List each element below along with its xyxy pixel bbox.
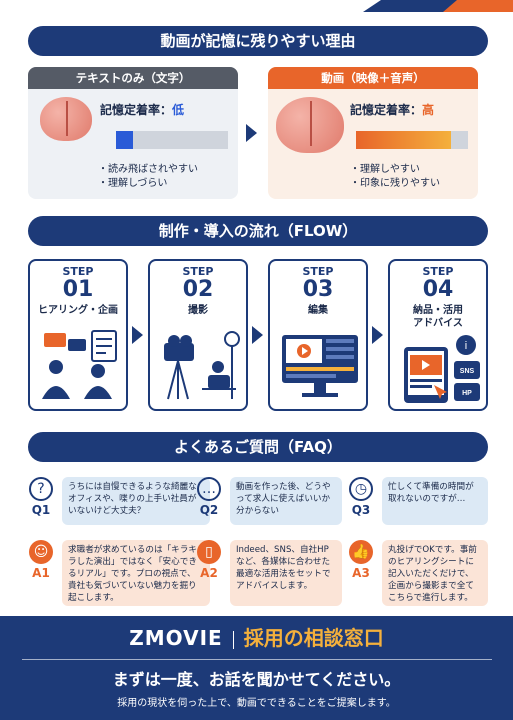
corner-decoration-orange <box>443 0 513 12</box>
comparison-arrow-icon <box>246 124 257 142</box>
flow-arrow-2-icon <box>252 326 263 344</box>
text-only-header: テキストのみ（文字） <box>28 67 238 89</box>
brain-icon <box>40 97 92 141</box>
text-bullet-2: 理解しづらい <box>98 177 198 191</box>
footer-tagline: 採用の相談窓口 <box>243 626 384 650</box>
text-bullet-1: 読み飛ばされやすい <box>98 163 198 177</box>
faq-q2-badge: … Q2 <box>196 477 222 517</box>
delivery-devices-icon: i SNS HP <box>404 335 480 403</box>
smile-face-icon: ☺ <box>29 540 53 564</box>
camera-icon <box>164 331 240 400</box>
smartphone-icon: ▯ <box>197 540 221 564</box>
sns-badge-label: SNS <box>460 368 475 375</box>
memory-section-title: 動画が記憶に残りやすい理由 <box>28 26 488 56</box>
video-rate-bar <box>356 131 468 149</box>
faq-q3-badge: ◷ Q3 <box>348 477 374 517</box>
video-bullet-1: 理解しやすい <box>350 163 440 177</box>
video-panel: 動画（映像＋音声） 記憶定着率：高 理解しやすい 印象に残りやすい <box>268 67 478 199</box>
flow-section-title: 制作・導入の流れ（FLOW） <box>28 216 488 246</box>
thinking-face-icon: ? <box>29 477 53 501</box>
footer-divider <box>232 630 234 649</box>
faq-q2-text: 動画を作った後、どうやって求人に使えばいいか分からない <box>230 477 342 525</box>
step-card-04: STEP 04 納品・活用 アドバイス i SNS HP <box>388 259 488 411</box>
brand-name: ZMOVIE <box>129 626 223 650</box>
text-rate-label: 記憶定着率：低 <box>100 103 185 117</box>
step-card-03: STEP 03 編集 <box>268 259 368 411</box>
faq-q1-badge: ? Q1 <box>28 477 54 517</box>
footer-rule <box>21 659 492 660</box>
step-card-02: STEP 02 撮影 <box>148 259 248 411</box>
faq-a2-text: Indeed、SNS、自社HPなど、各媒体に合わせた最適な活用法をセットでアドバ… <box>230 540 342 606</box>
text-only-panel: テキストのみ（文字） 記憶定着率：低 読み飛ばされやすい 理解しづらい <box>28 67 238 199</box>
step-card-01: STEP 01 ヒアリング・企画 <box>28 259 128 411</box>
video-bullet-2: 印象に残りやすい <box>350 177 440 191</box>
video-bullets: 理解しやすい 印象に残りやすい <box>350 163 440 191</box>
faq-a1-text: 求職者が求めているのは「キラキラした演出」ではなく「安心できるリアル」です。プロ… <box>62 540 210 606</box>
meeting-icon <box>42 330 117 399</box>
text-bullets: 読み飛ばされやすい 理解しづらい <box>98 163 198 191</box>
worried-face-icon: … <box>197 477 221 501</box>
consultation-footer: ZMOVIE 採用の相談窓口 まずは一度、お話を聞かせてください。 採用の現状を伺… <box>0 616 513 720</box>
faq-a3-badge: 👍 A3 <box>348 540 374 580</box>
thumbs-up-icon: 👍 <box>349 540 373 564</box>
faq-q3-text: 忙しくて準備の時間が取れないのですが… <box>382 477 488 525</box>
text-rate-value: 低 <box>172 103 185 117</box>
video-header: 動画（映像＋音声） <box>268 67 478 89</box>
faq-section-title: よくあるご質問（FAQ） <box>28 432 488 462</box>
footer-subtext: 採用の現状を伺った上で、動画でできることをご提案します。 <box>117 698 396 709</box>
video-rate-label: 記憶定着率：高 <box>350 103 435 117</box>
svg-text:i: i <box>465 340 467 352</box>
video-rate-value: 高 <box>422 103 435 117</box>
flow-arrow-1-icon <box>132 326 143 344</box>
brain-icon-large <box>276 97 344 153</box>
clock-icon: ◷ <box>349 477 373 501</box>
footer-headline: まずは一度、お話を聞かせてください。 <box>112 670 401 689</box>
faq-a3-text: 丸投げでOKです。事前のヒアリングシートに記入いただくだけで、企画から撮影まで全… <box>382 540 488 606</box>
faq-a2-badge: ▯ A2 <box>196 540 222 580</box>
hp-badge-label: HP <box>462 390 472 397</box>
flow-arrow-3-icon <box>372 326 383 344</box>
text-rate-bar <box>116 131 228 149</box>
editing-monitor-icon <box>282 335 358 397</box>
faq-a1-badge: ☺ A1 <box>28 540 54 580</box>
faq-q1-text: うちには自慢できるような綺麗なオフィスや、喋りの上手い社員がいないけど大丈夫？ <box>62 477 210 525</box>
